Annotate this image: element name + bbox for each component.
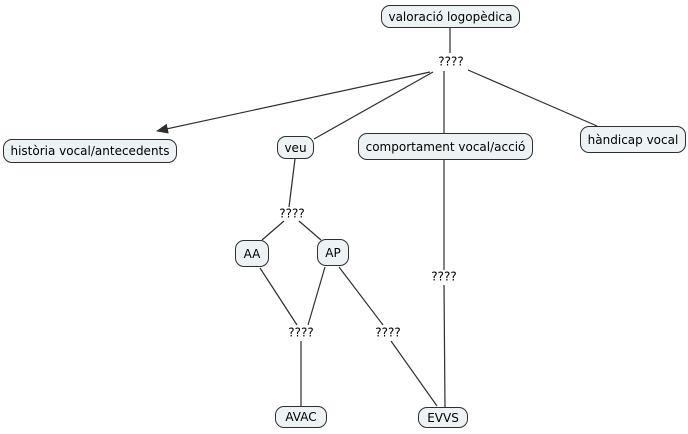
node-avac[interactable]: AVAC xyxy=(275,406,327,428)
node-ap[interactable]: AP xyxy=(317,239,349,266)
edge-label-evvs xyxy=(443,284,446,408)
link-label-comport-evvs[interactable]: ???? xyxy=(429,269,459,284)
edge-veu-split xyxy=(288,158,296,208)
edge-hub-veu xyxy=(313,71,434,140)
edge-split-ap xyxy=(298,220,322,241)
edge-ap-join xyxy=(307,266,326,326)
node-valoracio-logopedica[interactable]: valoració logopèdica xyxy=(381,5,520,28)
edge-aplabel-evvs xyxy=(390,340,438,407)
node-comportament-vocal-accio[interactable]: comportament vocal/acció xyxy=(358,133,533,160)
edge-aa-join xyxy=(259,267,298,326)
edge-hub-handicap xyxy=(467,69,598,127)
link-label-ap-evvs[interactable]: ???? xyxy=(373,325,403,340)
node-veu[interactable]: veu xyxy=(277,136,314,159)
node-historia-vocal-antecedents[interactable]: història vocal/antecedents xyxy=(3,139,177,163)
link-label-veu-split[interactable]: ???? xyxy=(277,206,307,221)
node-evvs[interactable]: EVVS xyxy=(418,407,468,428)
edge-split-aa xyxy=(261,220,285,241)
node-handicap-vocal[interactable]: hàndicap vocal xyxy=(580,126,686,153)
link-label-avac-join[interactable]: ???? xyxy=(286,325,316,340)
edge-hub-historia xyxy=(156,71,431,134)
link-label-hub-top[interactable]: ???? xyxy=(436,54,466,69)
node-aa[interactable]: AA xyxy=(235,240,269,267)
edge-ap-evvslabel xyxy=(338,266,384,326)
